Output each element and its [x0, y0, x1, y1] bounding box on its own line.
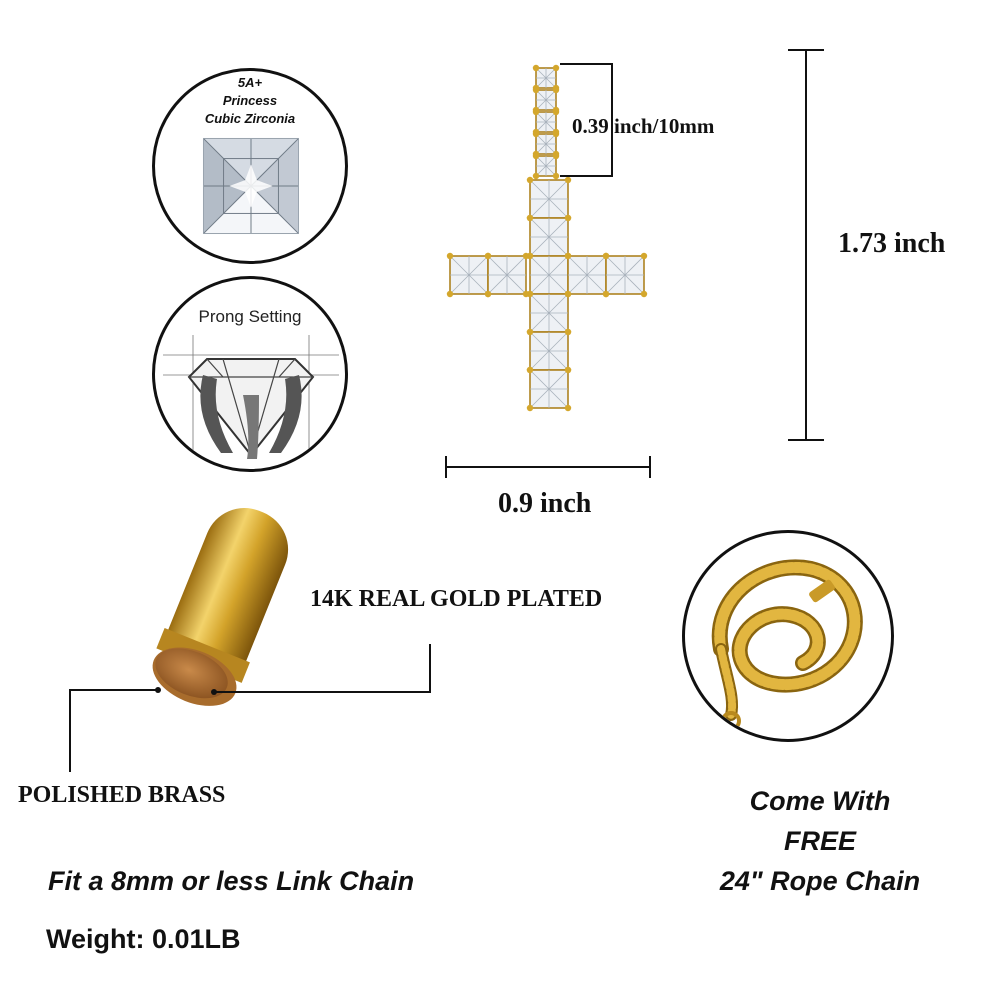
- weight-spec: Weight: 0.01LB: [46, 924, 241, 954]
- bail-dimension-bracket: [560, 63, 613, 177]
- chain-offer-line1: Come With: [749, 786, 891, 816]
- cross-stone: [526, 328, 572, 374]
- princess-cut-gem-icon: [202, 137, 300, 235]
- zirconia-cut: Princess: [222, 93, 278, 108]
- cross-stone: [526, 214, 572, 260]
- width-dimension-line: [445, 456, 651, 478]
- gold-cylinder-icon: [152, 508, 289, 706]
- rope-chain-badge: [682, 530, 894, 742]
- cross-stone: [446, 252, 492, 298]
- rope-chain-icon: [711, 559, 863, 731]
- cross-stone: [526, 366, 572, 412]
- cross-stone: [564, 252, 610, 298]
- plating-label: 14K REAL GOLD PLATED: [310, 586, 603, 612]
- total-height-label: 1.73 inch: [838, 228, 946, 259]
- prong-setting-icon: [163, 335, 339, 465]
- chain-fit-spec: Fit a 8mm or less Link Chain: [48, 866, 415, 896]
- cross-stone: [526, 176, 572, 222]
- zirconia-badge: 5A+ Princess Cubic Zirconia: [152, 68, 348, 264]
- cross-stone: [484, 252, 530, 298]
- zirconia-grade: 5A+: [237, 75, 263, 90]
- chain-offer-line2: FREE: [783, 826, 856, 856]
- bail-stone: [532, 152, 560, 180]
- prong-setting-badge: Prong Setting: [152, 276, 348, 472]
- base-material-label: POLISHED BRASS: [18, 782, 226, 808]
- brass-leader-line: [69, 687, 161, 772]
- cross-pendant-icon: [446, 64, 648, 412]
- plating-leader-line: [211, 644, 431, 695]
- zirconia-type: Cubic Zirconia: [204, 111, 296, 126]
- bail-stone: [532, 64, 560, 92]
- cross-stone: [526, 252, 572, 298]
- bail-height-label: 0.39 inch/10mm: [572, 114, 715, 138]
- height-dimension-line: [788, 49, 824, 441]
- bail-stone: [532, 130, 560, 158]
- width-label: 0.9 inch: [498, 488, 592, 519]
- chain-offer-line3: 24" Rope Chain: [719, 866, 921, 896]
- cross-stone: [526, 290, 572, 336]
- prong-setting-label: Prong Setting: [198, 307, 302, 326]
- cross-stone: [602, 252, 648, 298]
